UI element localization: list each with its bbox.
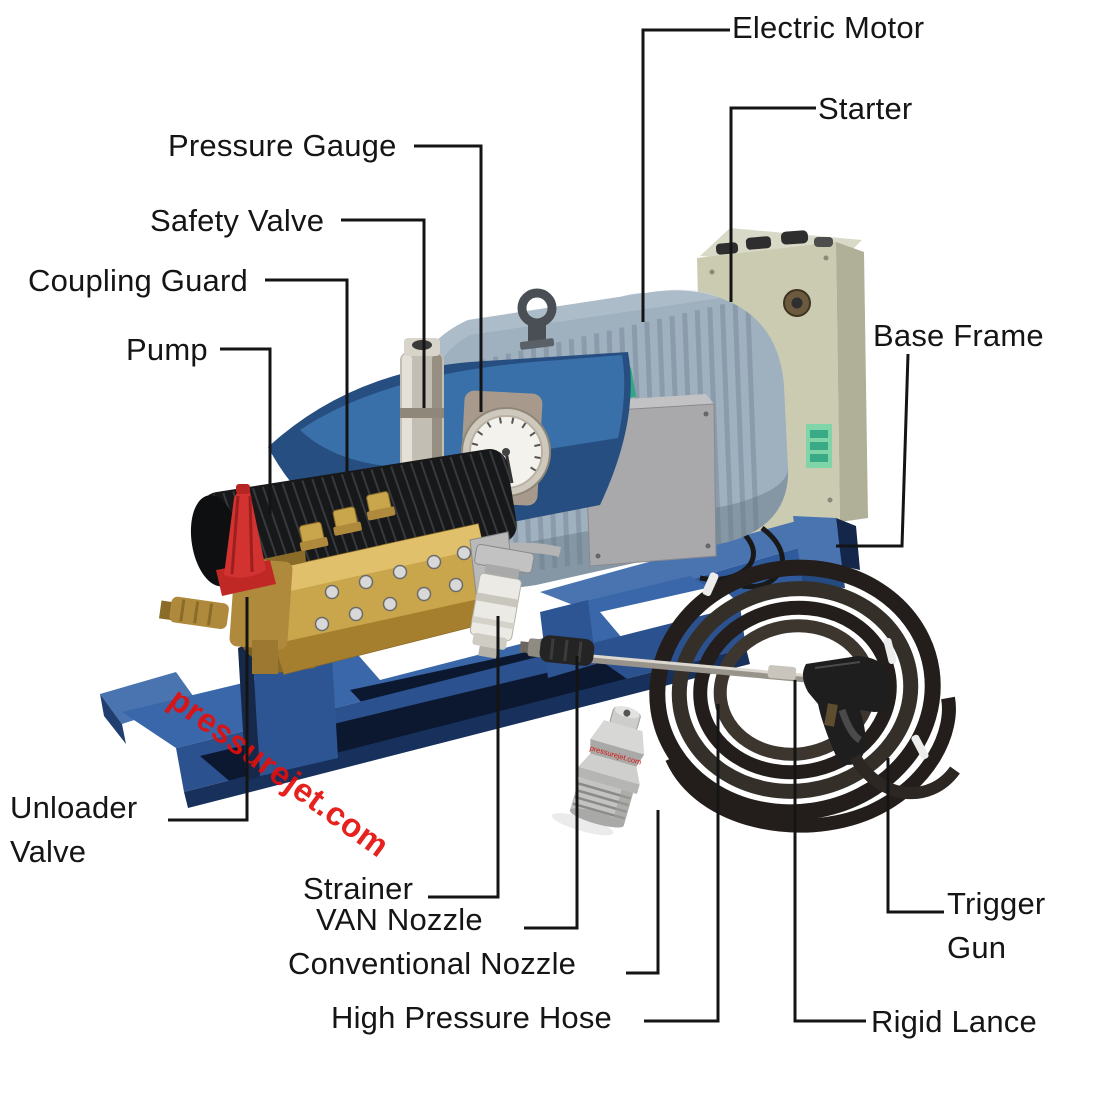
label-trigger-gun: Trigger Gun (947, 886, 1046, 966)
label-unloader-valve: Unloader Valve (10, 790, 138, 870)
label-coupling-guard: Coupling Guard (28, 263, 248, 298)
label-safety-valve: Safety Valve (150, 203, 325, 238)
hose-ties (702, 572, 929, 760)
label-electric-motor: Electric Motor (732, 10, 925, 45)
label-conventional-nozzle: Conventional Nozzle (288, 946, 577, 981)
conventional-nozzle-part: pressurejet.com (551, 706, 645, 836)
pump-valve-caps (299, 491, 396, 552)
brass-pump (158, 484, 562, 675)
motor-eyebolt (517, 288, 557, 350)
label-high-pressure-hose: High Pressure Hose (331, 1000, 612, 1035)
label-base-frame: Base Frame (873, 318, 1044, 353)
starter-sticker (806, 424, 832, 468)
label-pump: Pump (126, 332, 208, 367)
label-pressure-gauge: Pressure Gauge (168, 128, 397, 163)
label-starter: Starter (818, 91, 913, 126)
inlet-hose-barb (158, 596, 229, 630)
label-van-nozzle: VAN Nozzle (316, 902, 483, 937)
label-rigid-lance: Rigid Lance (871, 1004, 1037, 1039)
label-strainer: Strainer (303, 871, 414, 906)
pump-bolts (314, 545, 472, 632)
